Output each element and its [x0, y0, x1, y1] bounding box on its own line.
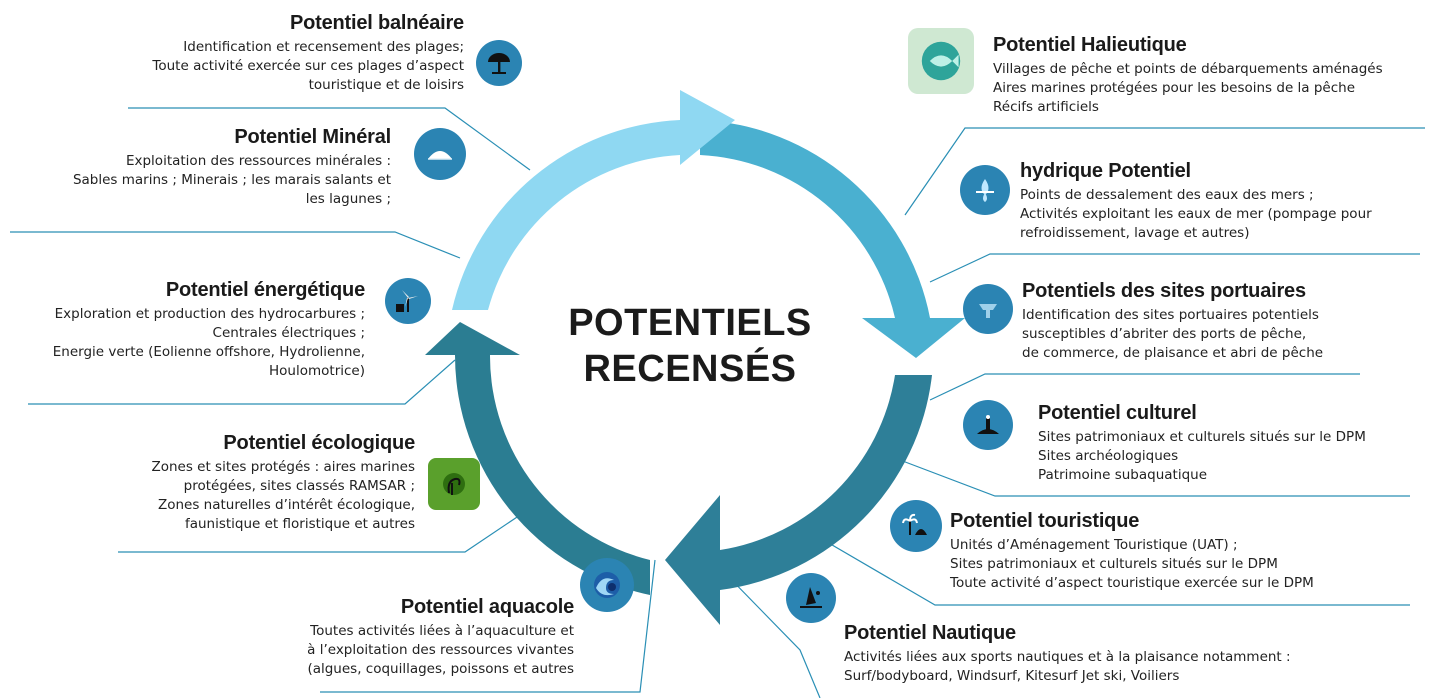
title-culturel: Potentiel culturel: [1038, 402, 1197, 424]
text-balneaire-3: touristique et de loisirs: [308, 77, 464, 93]
cycle-arrow-top: [700, 120, 965, 358]
flamingo-icon: [428, 458, 480, 510]
leader-line-culturel: [899, 459, 1410, 497]
text-mineral-3: les lagunes ;: [305, 191, 391, 207]
text-mineral-2: Sables marins ; Minerais ; les marais sa…: [72, 172, 391, 188]
block-halieutique: Potentiel Halieutique Villages de pêche …: [993, 34, 1383, 117]
text-portuaires-1: Identification des sites portuaires pote…: [1022, 307, 1319, 323]
text-halieutique-2: Aires marines protégées pour les besoins…: [993, 80, 1356, 96]
block-hydrique: hydrique Potentiel Points de dessalement…: [1020, 160, 1372, 243]
text-halieutique-1: Villages de pêche et points de débarquem…: [993, 61, 1383, 77]
center-title-line2: RECENSÉS: [583, 348, 797, 390]
title-mineral: Potentiel Minéral: [234, 126, 391, 148]
text-aquacole-1: Toutes activités liées à l’aquaculture e…: [310, 623, 574, 639]
title-ecologique: Potentiel écologique: [223, 432, 415, 454]
cycle-arrow-upper-left: [452, 90, 735, 310]
text-balneaire-2: Toute activité exercée sur ces plages d’…: [152, 58, 464, 74]
text-aquacole-2: à l’exploitation des ressources vivantes: [307, 642, 574, 658]
block-culturel: Potentiel culturel Sites patrimoniaux et…: [1038, 402, 1366, 485]
leader-line-aquacole: [320, 559, 656, 693]
text-ecologique-3: Zones naturelles d’intérêt écologique,: [157, 497, 415, 513]
palm-tree-icon: [890, 500, 942, 552]
windsurf-icon: [786, 573, 836, 623]
block-touristique: Potentiel touristique Unités d’Aménageme…: [950, 510, 1314, 593]
text-culturel-3: Patrimoine subaquatique: [1038, 467, 1208, 483]
leader-line-mineral: [10, 231, 461, 259]
block-mineral: Potentiel Minéral Exploitation des resso…: [73, 126, 391, 209]
text-ecologique-2: protégées, sites classés RAMSAR ;: [183, 478, 415, 494]
title-balneaire: Potentiel balnéaire: [289, 12, 464, 34]
title-hydrique: hydrique Potentiel: [1020, 160, 1191, 182]
text-culturel-2: Sites archéologiques: [1038, 448, 1179, 464]
lighthouse-icon: [963, 400, 1013, 450]
text-portuaires-2: susceptibles d’abriter des ports de pêch…: [1022, 326, 1307, 342]
leader-lines: [10, 107, 1425, 698]
fish-icon: [908, 28, 974, 94]
text-touristique-1: Unités d’Aménagement Touristique (UAT) ;: [950, 537, 1238, 553]
title-touristique: Potentiel touristique: [950, 510, 1140, 532]
wave-icon: [580, 558, 634, 612]
text-energetique-1: Exploration et production des hydrocarbu…: [54, 306, 365, 322]
leader-line-touristique: [814, 534, 1410, 606]
block-aquacole: Potentiel aquacole Toutes activités liée…: [307, 596, 574, 679]
text-energetique-2: Centrales électriques ;: [212, 325, 365, 341]
text-touristique-3: Toute activité d’aspect touristique exer…: [950, 575, 1314, 591]
text-hydrique-2: Activités exploitant les eaux de mer (po…: [1020, 206, 1372, 222]
leader-line-energetique: [28, 359, 456, 405]
text-energetique-3: Energie verte (Eolienne offshore, Hydrol…: [52, 344, 365, 360]
leader-line-halieutique: [904, 127, 1425, 216]
title-energetique: Potentiel énergétique: [165, 279, 365, 301]
title-portuaires: Potentiels des sites portuaires: [1022, 280, 1306, 302]
text-portuaires-3: de commerce, de plaisance et abri de pêc…: [1022, 345, 1324, 361]
beach-umbrella-icon: [476, 40, 522, 86]
title-halieutique: Potentiel Halieutique: [993, 34, 1187, 56]
text-touristique-2: Sites patrimoniaux et culturels situés s…: [950, 556, 1278, 572]
text-nautique-1: Activités liées aux sports nautiques et …: [844, 649, 1291, 665]
text-nautique-2: Surf/bodyboard, Windsurf, Kitesurf Jet s…: [844, 668, 1180, 684]
text-hydrique-3: refroidissement, lavage et autres): [1020, 225, 1250, 241]
leader-line-nautique: [719, 567, 821, 698]
text-mineral-1: Exploitation des ressources minérales :: [125, 153, 391, 169]
block-balneaire: Potentiel balnéaire Identification et re…: [152, 12, 464, 95]
block-ecologique: Potentiel écologique Zones et sites prot…: [151, 432, 415, 534]
leader-line-balneaire: [128, 107, 531, 171]
block-nautique: Potentiel Nautique Activités liées aux s…: [844, 622, 1291, 686]
text-ecologique-4: faunistique et floristique et autres: [184, 516, 415, 532]
salt-mound-icon: [414, 128, 466, 180]
block-portuaires: Potentiels des sites portuaires Identifi…: [1022, 280, 1323, 363]
text-hydrique-1: Points de dessalement des eaux des mers …: [1020, 187, 1314, 203]
text-ecologique-1: Zones et sites protégés : aires marines: [151, 459, 415, 475]
title-nautique: Potentiel Nautique: [844, 622, 1016, 644]
port-icon: [963, 284, 1013, 334]
text-halieutique-3: Récifs artificiels: [993, 99, 1099, 115]
text-culturel-1: Sites patrimoniaux et culturels situés s…: [1038, 429, 1366, 445]
leader-line-portuaires: [929, 373, 1360, 401]
text-aquacole-3: (algues, coquillages, poissons et autres: [307, 661, 574, 677]
leader-line-ecologique: [118, 504, 536, 553]
water-drop-icon: [960, 165, 1010, 215]
cycle-arrow-bottom: [665, 375, 932, 625]
center-title: POTENTIELS RECENSÉS: [540, 300, 840, 392]
wind-turbine-icon: [385, 278, 431, 324]
center-title-line1: POTENTIELS: [568, 302, 812, 344]
text-balneaire-1: Identification et recensement des plages…: [183, 39, 464, 55]
text-energetique-4: Houlomotrice): [269, 363, 365, 379]
block-energetique: Potentiel énergétique Exploration et pro…: [53, 279, 365, 381]
cycle-arrow-left: [425, 322, 650, 595]
leader-line-hydrique: [929, 253, 1420, 283]
title-aquacole: Potentiel aquacole: [400, 596, 574, 618]
